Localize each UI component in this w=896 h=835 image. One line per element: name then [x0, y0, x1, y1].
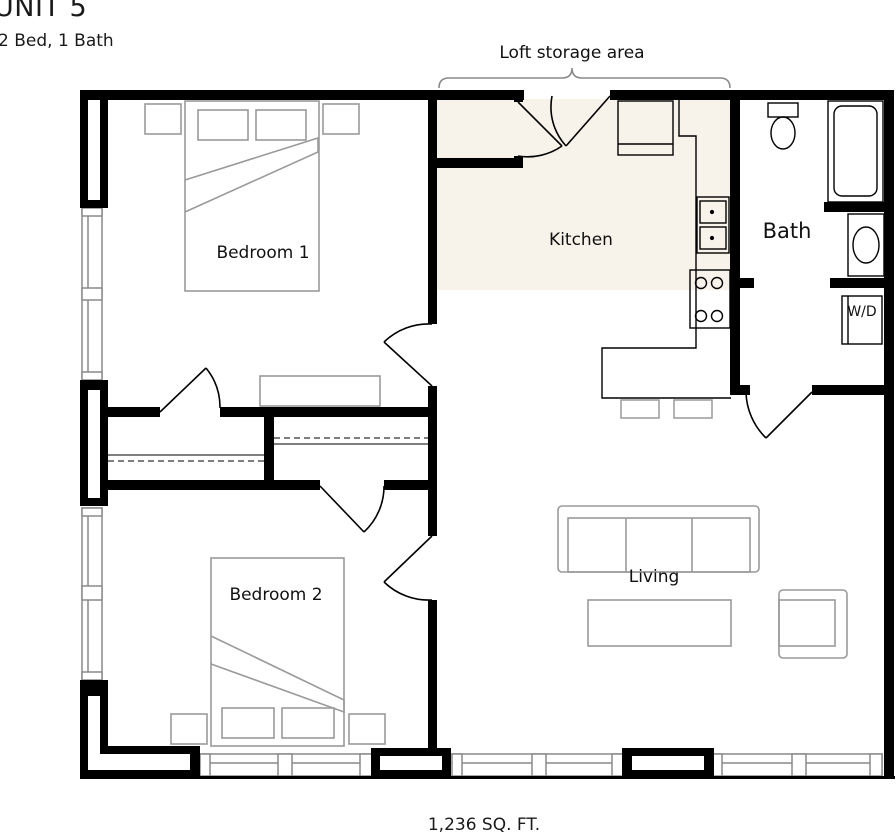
- bedroom2-furniture: [170, 557, 386, 747]
- room-label-kitchen: Kitchen: [549, 230, 613, 250]
- square-footage: 1,236 SQ. FT.: [427, 815, 541, 835]
- loft-bracket: [438, 67, 731, 89]
- kitchen-fixtures: [601, 99, 731, 399]
- room-label-living: Living: [629, 567, 680, 587]
- living-furniture: [557, 505, 848, 659]
- walls: [80, 90, 895, 779]
- bath-fixtures: [767, 100, 885, 345]
- bedroom1-furniture: [144, 100, 381, 407]
- windows: [81, 207, 883, 777]
- unit-title: UNIT 5: [0, 0, 88, 23]
- bar-stools: [620, 399, 713, 419]
- doors: [159, 95, 813, 601]
- room-label-bath: Bath: [763, 219, 812, 243]
- kitchen-floor: [437, 99, 730, 290]
- closet-shelves: [108, 437, 428, 462]
- loft-storage-label: Loft storage area: [499, 43, 644, 63]
- fixture-label-washer-dryer: W/D: [847, 304, 876, 320]
- room-label-bedroom-1: Bedroom 1: [216, 243, 309, 263]
- unit-summary: 2 Bed, 1 Bath: [0, 31, 114, 51]
- room-label-bedroom-2: Bedroom 2: [229, 585, 322, 605]
